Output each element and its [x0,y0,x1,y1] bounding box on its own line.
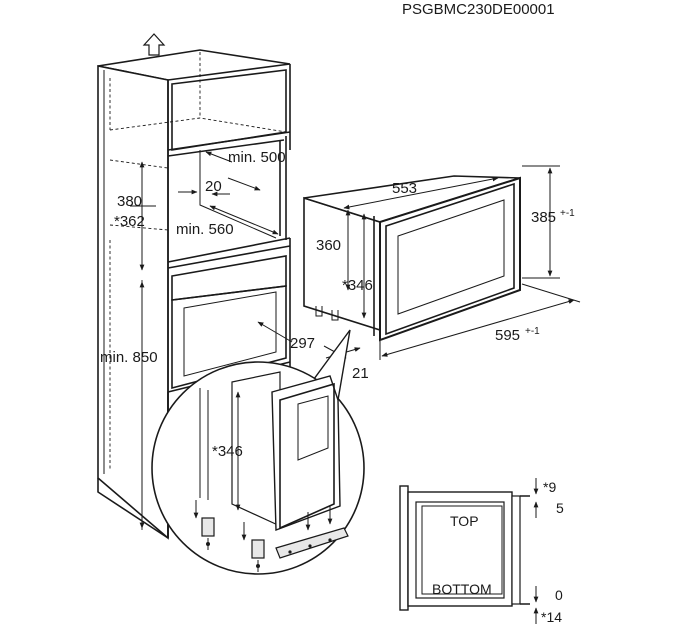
dim-595-tolerance: +-1 [525,326,540,337]
dim-346: *346 [342,277,373,294]
dim-595: 595 [495,327,520,344]
dim-380: 380 [117,193,142,210]
dim-385: 385 [531,209,556,226]
cabinet-dimensions: min. 500 20 380 *362 min. 560 min. 850 2… [100,149,369,529]
appliance-dimensions: 553 360 *346 385 +-1 595 +-1 [316,165,581,360]
detail-dim-346: *346 [212,443,243,460]
detail-circle: *346 [151,329,365,575]
frame-bottom-label: BOTTOM [432,581,492,597]
dim-min-850: min. 850 [100,349,158,366]
frame-top-label: TOP [450,513,479,529]
frame-dim-14: *14 [541,609,562,625]
drawing-code: PSGBMC230DE00001 [402,1,555,18]
dim-360: 360 [316,237,341,254]
frame-dim-5: 5 [556,500,564,516]
dim-553: 553 [392,180,417,197]
dim-min-500: min. 500 [228,149,286,166]
dim-385-tolerance: +-1 [560,208,575,219]
dim-min-560: min. 560 [176,221,234,238]
dim-362: *362 [114,213,145,230]
microwave-appliance [303,175,521,342]
frame-dim-0: 0 [555,587,563,603]
frame-dim-9: *9 [543,479,556,495]
dim-20: 20 [205,178,222,195]
dim-297: 297 [290,335,315,352]
dim-21: 21 [352,365,369,382]
frame-detail: TOP BOTTOM *9 5 0 *14 [399,478,564,625]
up-arrow-icon [142,33,166,56]
